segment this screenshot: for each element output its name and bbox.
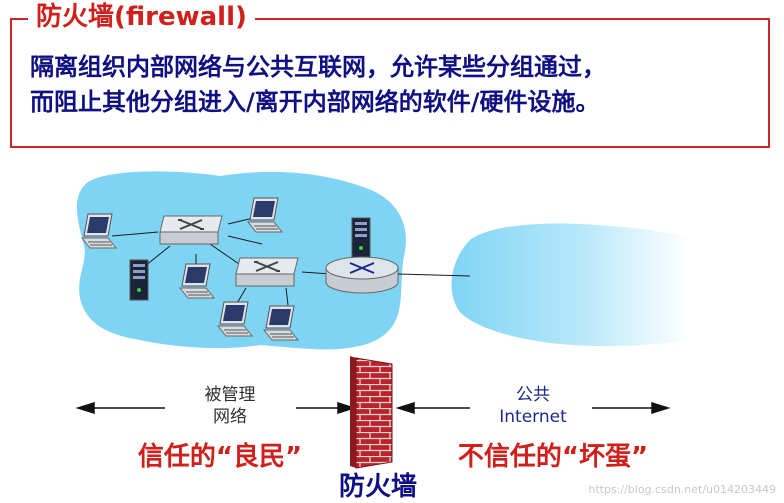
public-internet-cloud: [451, 223, 690, 347]
router-icon: [325, 256, 399, 294]
definition-box: [10, 18, 770, 148]
public-internet-label-line-1: 公共: [516, 385, 550, 405]
inside-network-label-line-1: 被管理: [204, 385, 256, 405]
switch-icon: [159, 215, 223, 245]
definition-title: 防火墙(firewall): [28, 2, 255, 32]
inside-arrow: [75, 401, 357, 415]
public-internet-label: 公共 Internet: [478, 384, 588, 428]
definition-text: 隔离组织内部网络与公共互联网，允许某些分组通过， 而阻止其他分组进入/离开内部网…: [30, 50, 750, 120]
public-internet-label-line-2: Internet: [499, 407, 567, 427]
definition-line-1: 隔离组织内部网络与公共互联网，允许某些分组通过，: [30, 53, 606, 81]
outside-arrow: [395, 401, 671, 415]
server-icon: [351, 217, 371, 259]
firewall-label: 防火墙: [338, 472, 417, 502]
server-icon: [129, 259, 149, 301]
switch-icon: [235, 257, 299, 287]
definition-line-2: 而阻止其他分组进入/离开内部网络的软件/硬件设施。: [30, 88, 600, 116]
untrusted-label: 不信任的“坏蛋”: [457, 442, 649, 472]
firewall-wall: [350, 356, 393, 469]
watermark: https://blog.csdn.net/u014203449: [588, 483, 776, 496]
inside-network-label-line-2: 网络: [213, 407, 247, 427]
trusted-label: 信任的“良民”: [137, 442, 303, 472]
inside-network-label: 被管理 网络: [175, 384, 285, 428]
